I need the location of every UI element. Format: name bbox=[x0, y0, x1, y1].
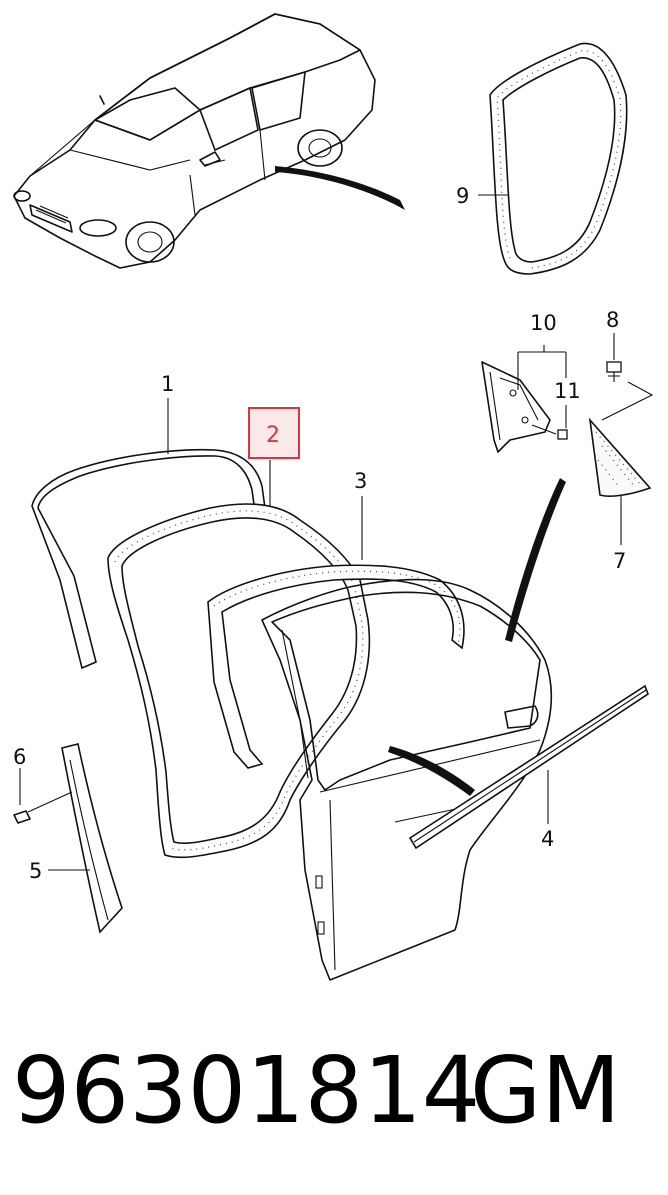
callout-7: 7 bbox=[613, 549, 626, 573]
rear-door bbox=[261, 478, 566, 981]
callout-10: 10 bbox=[530, 311, 557, 335]
callout-3: 3 bbox=[354, 469, 367, 493]
callout-labels: 1 2 3 4 5 6 7 8 9 10 11 bbox=[13, 184, 626, 883]
part-3-inner-seal bbox=[207, 496, 465, 769]
callout-2-highlight-box bbox=[248, 407, 300, 459]
part-10-11-bracket bbox=[481, 345, 568, 453]
callout-11: 11 bbox=[554, 379, 581, 403]
callout-5: 5 bbox=[29, 859, 42, 883]
callout-2: 2 bbox=[266, 423, 280, 448]
callout-6: 6 bbox=[13, 745, 26, 769]
callout-1: 1 bbox=[161, 372, 174, 396]
part-4-molding bbox=[408, 684, 649, 850]
callout-9: 9 bbox=[456, 184, 469, 208]
part-9-door-seal bbox=[478, 42, 628, 275]
car-illustration bbox=[13, 13, 405, 269]
part-5-6-trim bbox=[13, 743, 123, 934]
part-7-8-trim bbox=[588, 333, 654, 545]
callout-8: 8 bbox=[606, 308, 619, 332]
brand-label: GM bbox=[470, 1037, 621, 1144]
part-1-channel bbox=[31, 398, 273, 670]
part-2-weatherstrip bbox=[107, 460, 371, 859]
callout-4: 4 bbox=[541, 827, 554, 851]
part-number: 96301814 bbox=[12, 1037, 481, 1144]
